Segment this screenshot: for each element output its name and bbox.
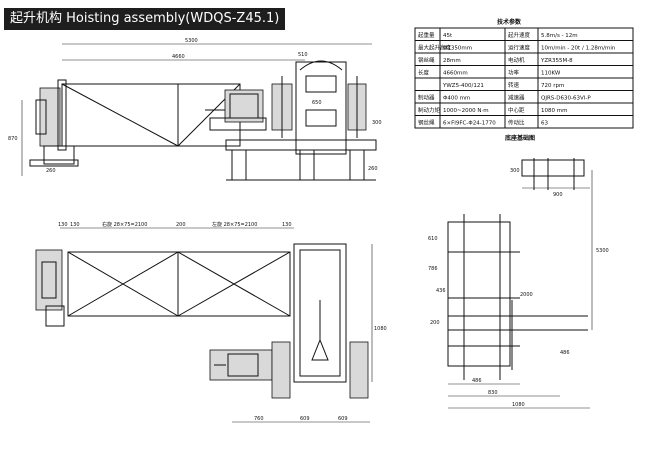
svg-text:功率: 功率 — [508, 69, 520, 77]
svg-text:减速器: 减速器 — [508, 94, 525, 102]
plan-view: 130 130 右旋 28×75=2100 200 左旋 28×75=2100 … — [35, 221, 387, 423]
svg-text:起重量: 起重量 — [418, 31, 435, 39]
svg-text:左旋 28×75=2100: 左旋 28×75=2100 — [212, 221, 257, 228]
svg-text:200: 200 — [176, 222, 186, 228]
foundation-outline — [447, 221, 511, 367]
svg-text:QJRS-D630-63VI-P: QJRS-D630-63VI-P — [541, 96, 591, 102]
svg-text:YZR355M-8: YZR355M-8 — [540, 58, 573, 64]
svg-text:长度: 长度 — [418, 69, 430, 77]
svg-text:1000~2000 N·m: 1000~2000 N·m — [443, 108, 489, 114]
svg-text:260: 260 — [368, 166, 378, 172]
svg-text:1080: 1080 — [374, 326, 387, 332]
svg-text:4660mm: 4660mm — [443, 71, 468, 77]
svg-text:610: 610 — [428, 236, 438, 242]
svg-text:5300: 5300 — [596, 248, 609, 254]
svg-text:运行速度: 运行速度 — [508, 44, 531, 52]
svg-text:486: 486 — [560, 350, 570, 356]
foundation-drawing: 底座基础图 900 5300 2000 486 830 1080 610 786… — [428, 134, 609, 409]
svg-text:传动比: 传动比 — [508, 119, 525, 127]
svg-text:28mm: 28mm — [443, 58, 461, 64]
reducer — [295, 61, 347, 155]
foundation-title: 底座基础图 — [505, 134, 535, 142]
left-pedestal — [43, 145, 75, 165]
dim-870: 870 — [8, 136, 18, 142]
svg-text:130: 130 — [58, 222, 68, 228]
svg-text:130: 130 — [282, 222, 292, 228]
reducer-plan — [293, 243, 347, 383]
svg-text:200: 200 — [430, 320, 440, 326]
svg-text:63: 63 — [541, 121, 548, 127]
svg-text:Φ1350mm: Φ1350mm — [443, 46, 472, 52]
svg-text:900: 900 — [553, 192, 563, 198]
side-view: 5300 4660 510 650 — [8, 38, 382, 181]
diagram-title: 起升机构 Hoisting assembly(WDQS-Z45.1) — [4, 8, 286, 30]
svg-text:钢丝绳: 钢丝绳 — [418, 56, 435, 64]
svg-text:436: 436 — [436, 288, 446, 294]
svg-text:1080: 1080 — [512, 402, 525, 408]
svg-text:转速: 转速 — [508, 81, 520, 89]
svg-text:650: 650 — [312, 100, 322, 106]
svg-text:右旋 28×75=2100: 右旋 28×75=2100 — [102, 221, 147, 228]
svg-text:Φ400 mm: Φ400 mm — [443, 96, 470, 102]
svg-text:5.8m/s - 12m: 5.8m/s - 12m — [541, 33, 578, 39]
svg-text:486: 486 — [472, 378, 482, 384]
svg-text:300: 300 — [372, 120, 382, 126]
svg-text:760: 760 — [254, 416, 264, 422]
svg-text:6×FI9FC-Φ24-1770: 6×FI9FC-Φ24-1770 — [443, 121, 496, 127]
left-bearing-seat — [39, 87, 61, 147]
brake-plan-left — [271, 341, 291, 399]
hoist-drum — [61, 83, 241, 147]
svg-text:260: 260 — [46, 168, 56, 174]
svg-text:45t: 45t — [443, 33, 453, 39]
svg-text:830: 830 — [488, 390, 498, 396]
dim-510: 510 — [298, 52, 308, 58]
svg-text:786: 786 — [428, 266, 438, 272]
svg-text:10m/min - 20t / 1.28m/min: 10m/min - 20t / 1.28m/min — [541, 46, 616, 52]
dim-5300: 5300 — [185, 38, 198, 44]
svg-text:制动力矩: 制动力矩 — [418, 106, 441, 114]
spec-table-title: 技术参数 — [497, 18, 522, 26]
brake-plan-right — [349, 341, 369, 399]
spec-table: 技术参数 起重量 45t 起升速度 5.8m/s - 12m 最大起升高度 Φ1… — [414, 18, 634, 129]
svg-text:最大起升高度: 最大起升高度 — [418, 44, 452, 52]
dim-4660: 4660 — [172, 54, 185, 60]
svg-text:110KW: 110KW — [541, 71, 561, 77]
svg-text:YWZ5-400/121: YWZ5-400/121 — [442, 83, 484, 89]
svg-text:2000: 2000 — [520, 292, 533, 298]
svg-text:钢丝绳: 钢丝绳 — [418, 119, 435, 127]
svg-text:起升速度: 起升速度 — [508, 31, 531, 39]
svg-text:609: 609 — [300, 416, 310, 422]
motor — [224, 89, 264, 123]
svg-text:720 rpm: 720 rpm — [541, 83, 564, 89]
svg-text:中心距: 中心距 — [508, 106, 525, 114]
drum-plan — [67, 251, 291, 317]
left-end-bearing — [35, 249, 63, 311]
svg-text:电动机: 电动机 — [508, 56, 525, 64]
svg-text:制动器: 制动器 — [418, 94, 435, 102]
svg-text:130: 130 — [70, 222, 80, 228]
svg-text:609: 609 — [338, 416, 348, 422]
svg-text:300: 300 — [510, 168, 520, 174]
svg-text:1080 mm: 1080 mm — [541, 108, 567, 114]
base-frame — [225, 139, 377, 151]
